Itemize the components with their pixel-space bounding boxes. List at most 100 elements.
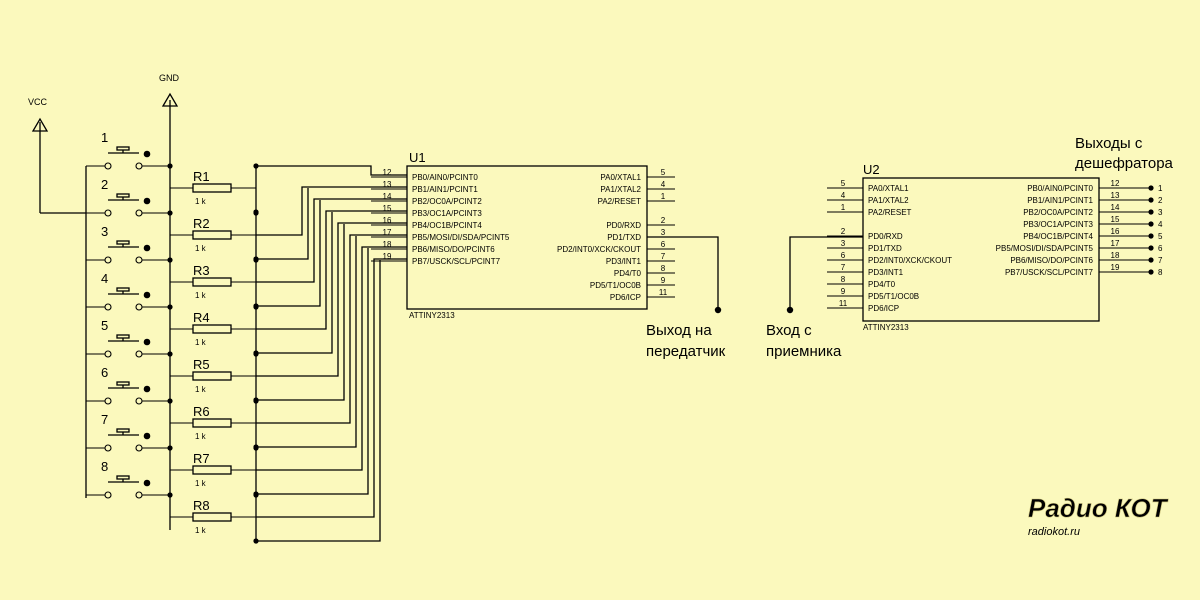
radiokot-watermark: Радио КОТ radiokot.ru — [1028, 493, 1169, 538]
pb3-signal — [256, 212, 333, 354]
watermark-logo: Радио КОТ — [1028, 493, 1169, 523]
pin-name: PA1/XTAL2 — [600, 185, 641, 194]
resistor-body — [192, 371, 232, 381]
pin-name: PD6/ICP — [868, 304, 899, 313]
node-junction-top — [253, 492, 259, 498]
node-junction-top — [253, 445, 259, 451]
button-cap — [116, 334, 130, 339]
pin-number: 8 — [661, 264, 666, 273]
u1-ref: U1 — [409, 150, 426, 165]
resistor-name: R3 — [193, 263, 210, 278]
button-number-label: 1 — [101, 130, 108, 145]
pin-number: 12 — [383, 168, 392, 177]
u1-output-label-line1: Выход на — [646, 322, 712, 339]
pin-name: PB4/OC1B/PCINT4 — [412, 221, 482, 230]
pin-name: PB2/OC0A/PCINT2 — [1023, 208, 1093, 217]
button-contact-left — [104, 303, 112, 311]
pin-name: PB6/MISO/DO/PCINT6 — [1010, 256, 1093, 265]
pin-name: PD2/INT0/XCK/CKOUT — [557, 245, 641, 254]
pb6-wire — [256, 246, 407, 471]
resistor-body — [192, 277, 232, 287]
resistor-r2: R2 1 k — [170, 216, 256, 253]
resistor-r3: R31 k — [170, 263, 256, 300]
resistor-body — [192, 465, 232, 475]
pin-number: 2 — [661, 216, 666, 225]
button-contact-right — [135, 162, 143, 170]
node-junction-top — [253, 257, 259, 263]
pin-number: 4 — [661, 180, 666, 189]
button-cap — [116, 146, 130, 151]
pin-name: PB0/AIN0/PCINT0 — [1027, 184, 1093, 193]
u1-output-junction — [714, 306, 722, 314]
u1-right-pins: 5PA0/XTAL14PA1/XTAL21PA2/RESET2PD0/RXD3P… — [557, 168, 675, 302]
pin-name: PB0/AIN0/PCINT0 — [412, 173, 478, 182]
pin-name: PD5/T1/OC0B — [590, 281, 641, 290]
pin-name: PD4/T0 — [868, 280, 896, 289]
button-contact-right — [135, 491, 143, 499]
output-number: 2 — [1158, 196, 1163, 205]
pb3-wire — [256, 210, 407, 330]
resistor-value: 1 k — [195, 338, 207, 347]
pin-number: 14 — [1111, 203, 1120, 212]
pin-name: PB7/USCK/SCL/PCINT7 — [1005, 268, 1094, 277]
output-number: 7 — [1158, 256, 1163, 265]
u2-right-pins: 12PB0/AIN0/PCINT013PB1/AIN1/PCINT114PB2/… — [996, 179, 1163, 277]
pin-name: PB1/AIN1/PCINT1 — [1027, 196, 1093, 205]
pin-name: PD2/INT0/XCK/CKOUT — [868, 256, 952, 265]
button-number-label: 2 — [101, 177, 108, 192]
resistor-r5: R51 k — [170, 357, 256, 394]
resistor-name: R2 — [193, 216, 210, 231]
pin-number: 13 — [1111, 191, 1120, 200]
pin-name: PB3/OC1A/PCINT3 — [1023, 220, 1093, 229]
gnd-junction — [167, 163, 173, 169]
pin-name: PB6/MISO/DO/PCINT6 — [412, 245, 495, 254]
resistor-body — [192, 324, 232, 334]
gnd-junction — [167, 398, 173, 404]
pin-number: 2 — [841, 227, 846, 236]
button-cap — [116, 475, 130, 480]
output-number: 4 — [1158, 220, 1163, 229]
pin-name: PD0/RXD — [868, 232, 903, 241]
pin-name: PB1/AIN1/PCINT1 — [412, 185, 478, 194]
pin-number: 18 — [1111, 251, 1120, 260]
resistor-value: 1 k — [195, 244, 207, 253]
gnd-junction — [167, 351, 173, 357]
gnd-symbol: GND — [159, 73, 180, 530]
pb0-wire — [256, 165, 407, 176]
pin-number: 17 — [383, 228, 392, 237]
button-contact-left — [104, 350, 112, 358]
resistor-value: 1 k — [195, 385, 207, 394]
button-contact-left — [104, 491, 112, 499]
pin-number: 11 — [659, 288, 668, 297]
pb2-signal — [256, 200, 321, 307]
resistor-body — [192, 230, 232, 240]
pin-number: 13 — [383, 180, 392, 189]
pin-name: PD6/ICP — [610, 293, 641, 302]
u1-part: ATTINY2313 — [409, 311, 455, 320]
pb4-signal — [256, 224, 345, 401]
pin-name: PA0/XTAL1 — [600, 173, 641, 182]
button-number-label: 6 — [101, 365, 108, 380]
pb1-wire — [256, 186, 407, 236]
pin-number: 15 — [383, 204, 392, 213]
pin-number: 11 — [839, 299, 848, 308]
button-cap — [116, 287, 130, 292]
